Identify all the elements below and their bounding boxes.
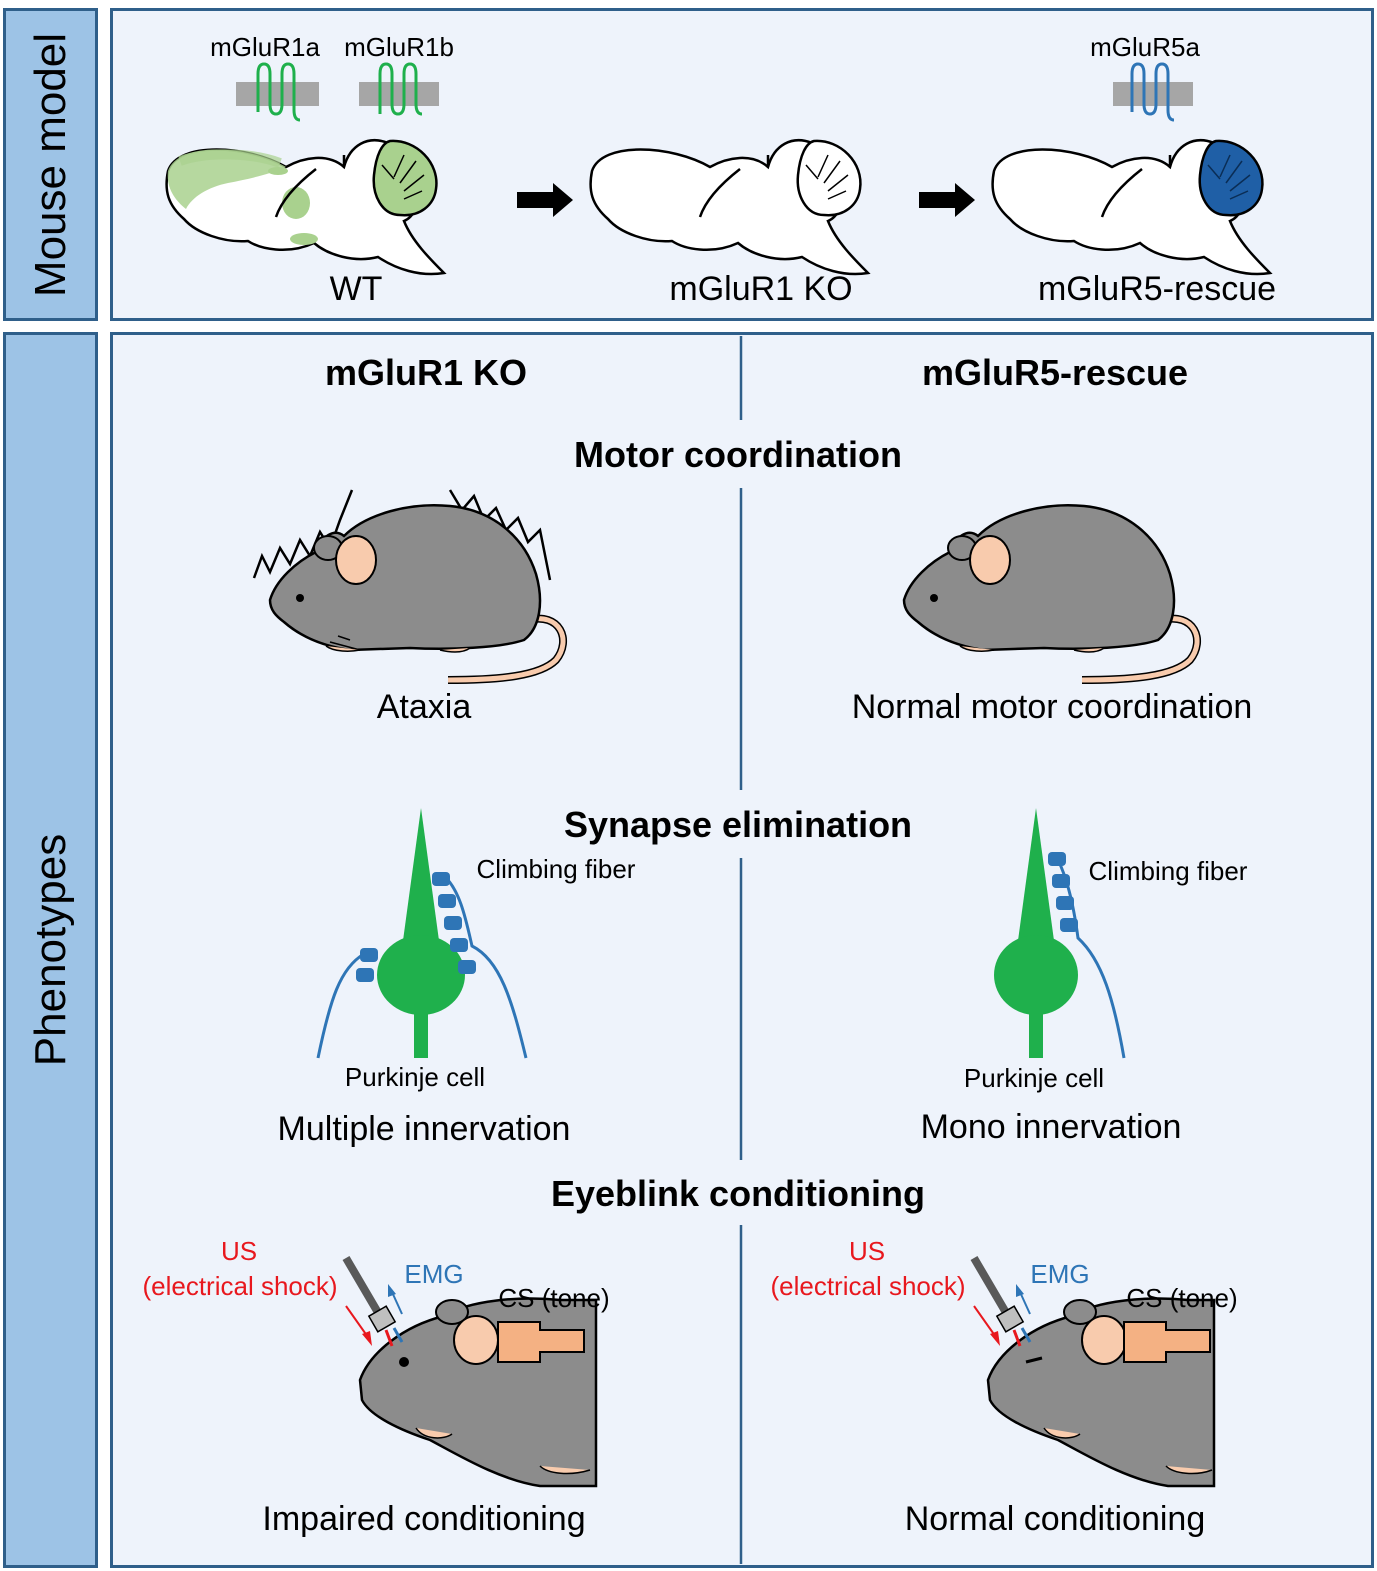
receptor-label-mglur1b: mGluR1b xyxy=(344,32,454,62)
us-detail-left: (electrical shock) xyxy=(142,1271,338,1301)
brain-label-rescue: mGluR5-rescue xyxy=(1037,270,1277,308)
arrow-icon xyxy=(919,183,975,217)
section-title-synapse: Synapse elimination xyxy=(563,804,913,845)
purkinje-cell-label-right: Purkinje cell xyxy=(963,1063,1105,1093)
purkinje-multiple-innervation xyxy=(316,808,528,1059)
purkinje-cell-label-left: Purkinje cell xyxy=(344,1062,486,1092)
mGluR5a-receptor-icon xyxy=(1113,62,1193,122)
eyeblink-result-right: Normal conditioning xyxy=(904,1500,1206,1538)
climbing-fiber-label-right: Climbing fiber xyxy=(1088,856,1248,886)
emg-label-right: EMG xyxy=(1030,1259,1090,1289)
brain-label-ko: mGluR1 KO xyxy=(669,270,853,308)
section-title-motor: Motor coordination xyxy=(574,434,902,475)
synapse-result-right: Mono innervation xyxy=(920,1108,1182,1146)
normal-mouse-icon xyxy=(902,503,1202,684)
mouse-model-sidebar: Mouse model xyxy=(3,8,98,321)
cs-label-left: CS (tone) xyxy=(498,1283,610,1313)
eyeblink-mouse-normal xyxy=(970,1255,1216,1488)
ataxic-mouse-icon xyxy=(252,489,568,684)
brain-label-wt: WT xyxy=(329,270,383,308)
motor-result-left: Ataxia xyxy=(376,688,472,726)
mglur1-ko-brain xyxy=(589,139,870,276)
arrow-icon xyxy=(517,183,573,217)
eyeblink-result-left: Impaired conditioning xyxy=(262,1500,586,1538)
purkinje-mono-innervation xyxy=(994,808,1126,1059)
mGluR1b-receptor-icon xyxy=(359,62,439,116)
us-detail-right: (electrical shock) xyxy=(770,1271,966,1301)
mglur5-rescue-brain xyxy=(991,139,1272,276)
motor-result-right: Normal motor coordination xyxy=(851,688,1253,726)
receptor-label-mglur1a: mGluR1a xyxy=(210,32,320,62)
section-title-eyeblink: Eyeblink conditioning xyxy=(550,1173,926,1214)
cs-label-right: CS (tone) xyxy=(1126,1283,1238,1313)
column-header-ko: mGluR1 KO xyxy=(324,352,528,393)
eyeblink-mouse-impaired xyxy=(342,1255,598,1488)
emg-label-left: EMG xyxy=(404,1259,464,1289)
us-label-left: US xyxy=(220,1236,258,1266)
mGluR1a-receptor-icon xyxy=(236,62,319,122)
us-label-right: US xyxy=(848,1236,886,1266)
synapse-result-left: Multiple innervation xyxy=(277,1110,571,1148)
receptor-label-mglur5a: mGluR5a xyxy=(1090,32,1200,62)
column-header-rescue: mGluR5-rescue xyxy=(921,352,1189,393)
climbing-fiber-label-left: Climbing fiber xyxy=(476,854,636,884)
wt-brain xyxy=(165,139,446,276)
phenotypes-sidebar: Phenotypes xyxy=(3,332,98,1568)
